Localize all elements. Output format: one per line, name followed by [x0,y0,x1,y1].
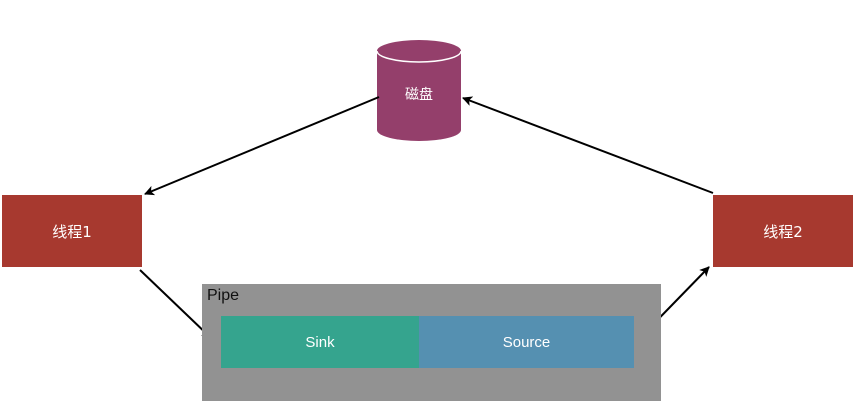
source-node: Source [419,316,634,368]
source-label: Source [502,333,551,351]
disk-cylinder [376,40,462,141]
thread1-node: 线程1 [2,195,142,267]
thread2-label: 线程2 [763,222,803,241]
thread2-node: 线程2 [713,195,853,267]
edge-thread2-to-disk [462,96,714,194]
disk-label: 磁盘 [405,87,433,103]
edge-thread1-to-sink [139,269,212,339]
sink-node: Sink [221,316,419,368]
sink-label: Sink [305,333,335,351]
pipe-label: Pipe [207,287,240,304]
thread1-label: 线程1 [52,222,92,241]
pipe-container: Pipe Sink Source [202,284,661,401]
edge-disk-to-thread1 [144,96,380,196]
disk-body [377,40,461,141]
disk-top-rim [376,50,462,63]
